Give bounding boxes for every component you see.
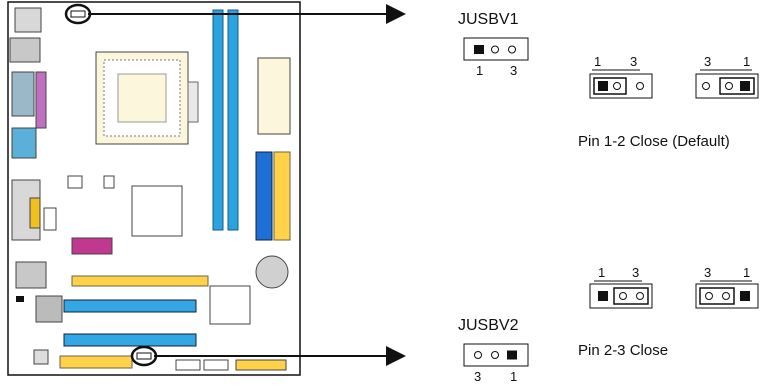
lan-chip xyxy=(35,295,63,323)
ide-connector-yellow xyxy=(273,151,291,241)
jusbv1-pin-label-right: 3 xyxy=(510,63,517,78)
pci-slot-1 xyxy=(63,299,197,313)
southbridge-chip xyxy=(209,285,251,325)
floppy-connector xyxy=(59,355,133,369)
ram-slot-2 xyxy=(227,9,239,231)
serial-port xyxy=(11,71,35,117)
jusbv2-caption: Pin 2-3 Close xyxy=(578,342,668,359)
jusbv2-config-b-label-3: 3 xyxy=(704,265,711,280)
ide-connector-blue xyxy=(255,151,273,241)
parallel-port xyxy=(35,71,47,129)
jusbv1-config-a: 1 3 xyxy=(589,54,653,99)
jusbv2-jumper-icon xyxy=(463,343,529,367)
io-chip xyxy=(15,261,47,289)
jusbv2-pin-label-right: 1 xyxy=(510,369,517,383)
jusbv1-config-a-label-1: 1 xyxy=(594,54,601,69)
jusbv1-config-b-label-1: 1 xyxy=(743,54,750,69)
jusbv2-config-b: 3 1 xyxy=(695,265,759,309)
jusbv1-config-b-label-3: 3 xyxy=(704,54,711,69)
jusbv1-section: JUSBV1 1 3 1 3 3 1 xyxy=(458,11,759,150)
usb-header-2 xyxy=(203,359,229,371)
jusbv1-config-b: 3 1 xyxy=(695,54,759,99)
jusbv2-config-a-label-1: 1 xyxy=(598,265,605,280)
jusbv2-title: JUSBV2 xyxy=(458,317,519,334)
game-port xyxy=(29,197,41,229)
jusbv1-jumper-icon xyxy=(463,37,529,61)
jusbv1-pin-label-left: 1 xyxy=(476,63,483,78)
fan-header-2 xyxy=(103,175,115,189)
cpu-socket xyxy=(95,51,199,145)
jusbv2-config-a-label-3: 3 xyxy=(632,265,639,280)
motherboard xyxy=(7,1,301,376)
jusbv1-caption: Pin 1-2 Close (Default) xyxy=(578,133,730,150)
cmos-battery xyxy=(255,255,289,289)
fan-header-1 xyxy=(67,175,83,189)
front-panel-header xyxy=(235,359,287,371)
jusbv2-pin-label-left: 3 xyxy=(474,369,481,383)
northbridge-chip xyxy=(131,185,183,237)
ram-slot-1 xyxy=(212,9,224,231)
vga-port xyxy=(11,127,37,159)
front-audio-header xyxy=(43,207,57,231)
atx-power-connector xyxy=(257,57,291,135)
rear-io-panel xyxy=(9,7,47,302)
usb-header-1 xyxy=(175,359,201,371)
jusbv1-config-a-label-3: 3 xyxy=(630,54,637,69)
jusbv2-section: 1 3 3 1 JUSBV2 3 1 xyxy=(458,265,759,384)
bios-chip xyxy=(33,349,49,365)
usb-stack xyxy=(9,37,41,63)
jusbv2-config-b-label-1: 1 xyxy=(743,265,750,280)
magenta-header xyxy=(71,237,113,255)
jusbv2-config-a: 1 3 xyxy=(589,265,653,309)
jusbv1-title: JUSBV1 xyxy=(458,11,519,28)
jumper-small xyxy=(16,296,24,302)
ps2-connector xyxy=(14,7,42,33)
pci-slot-2 xyxy=(63,333,197,347)
agp-slot xyxy=(71,275,209,287)
ram-slots xyxy=(212,9,239,231)
